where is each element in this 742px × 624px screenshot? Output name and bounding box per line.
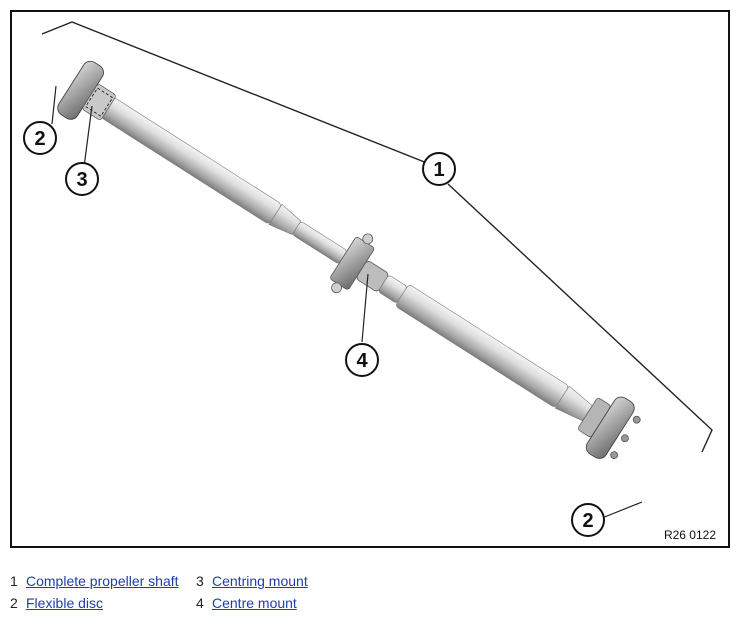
leader-2-rear bbox=[601, 501, 643, 519]
svg-text:1: 1 bbox=[433, 159, 444, 181]
propeller-shaft bbox=[57, 60, 641, 459]
callout-1: 1 bbox=[422, 152, 456, 186]
legend-item-1: 1 Complete propeller shaft bbox=[10, 573, 196, 589]
callout-2-front: 2 bbox=[23, 121, 57, 155]
legend-item-2: 2 Flexible disc bbox=[10, 595, 196, 611]
link-centring-mount[interactable]: Centring mount bbox=[212, 573, 308, 589]
propeller-shaft-illustration: 1 2 3 4 2 bbox=[23, 21, 713, 537]
callout-4: 4 bbox=[345, 343, 379, 377]
legend-number: 4 bbox=[196, 595, 204, 611]
legend-item-4: 4 Centre mount bbox=[196, 595, 356, 611]
legend-number: 2 bbox=[10, 595, 18, 611]
svg-text:2: 2 bbox=[582, 510, 593, 532]
legend-item-3: 3 Centring mount bbox=[196, 573, 356, 589]
link-centre-mount[interactable]: Centre mount bbox=[212, 595, 297, 611]
rear-tube bbox=[396, 285, 568, 407]
leader-2-front bbox=[51, 85, 57, 125]
legend: 1 Complete propeller shaft 3 Centring moun… bbox=[10, 573, 356, 611]
link-flexible-disc[interactable]: Flexible disc bbox=[26, 595, 104, 611]
callout-3: 3 bbox=[65, 162, 99, 196]
span-bracket-line bbox=[41, 21, 713, 453]
legend-number: 3 bbox=[196, 573, 204, 589]
svg-text:2: 2 bbox=[34, 128, 45, 150]
rear-flexible-disc bbox=[578, 396, 641, 459]
diagram-frame: 1 2 3 4 2 R26 0122 bbox=[10, 10, 730, 548]
svg-text:3: 3 bbox=[76, 169, 87, 191]
link-complete-propeller-shaft[interactable]: Complete propeller shaft bbox=[26, 573, 179, 589]
svg-text:4: 4 bbox=[356, 350, 368, 372]
leader-4 bbox=[361, 273, 369, 343]
front-tube bbox=[101, 98, 281, 224]
leader-lines bbox=[51, 85, 643, 519]
leader-3 bbox=[83, 105, 93, 168]
figure-code: R26 0122 bbox=[663, 528, 716, 542]
legend-number: 1 bbox=[10, 573, 18, 589]
callout-2-rear: 2 bbox=[571, 503, 605, 537]
